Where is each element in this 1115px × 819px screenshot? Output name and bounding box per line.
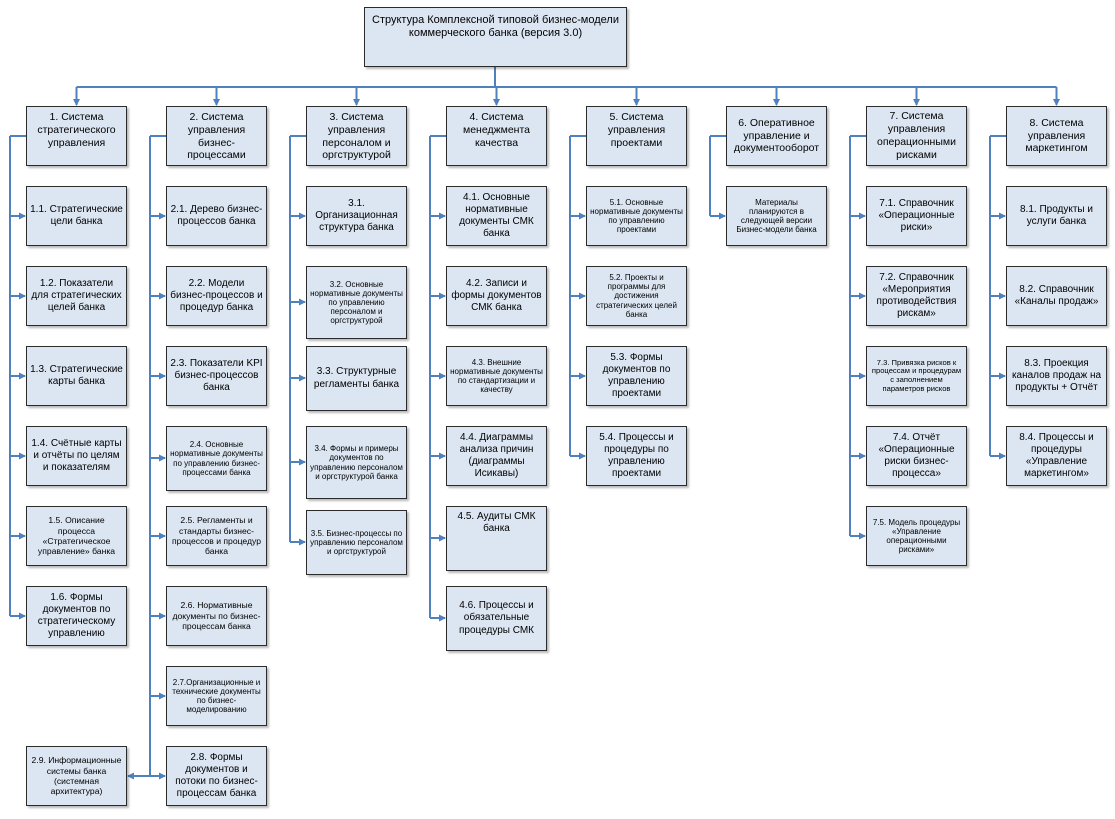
node-1-5: 1.5. Описание процесса «Стратегическое у… [26,506,127,566]
node-2-4: 2.4. Основные нормативные документы по у… [166,426,267,491]
column-5-header: 5. Система управления проектами [586,106,687,166]
node-4-6: 4.6. Процессы и обязательные процедуры С… [446,586,547,651]
node-5-2-text: 5.2. Проекты и программы для достижения … [596,273,677,319]
node-5-4: 5.4. Процессы и процедуры по управлению … [586,426,687,486]
node-5-3-text: 5.3. Формы документов по управлению прое… [602,351,671,400]
node-8-2-text: 8.2. Справочник «Каналы продаж» [1014,283,1099,307]
node-7-4: 7.4. Отчёт «Операционные риски бизнес-пр… [866,426,967,486]
node-7-3-text: 7.3. Привязка рисков к процессам и проце… [871,357,962,393]
node-1-5-text: 1.5. Описание процесса «Стратегическое у… [37,515,116,557]
node-4-4: 4.4. Диаграммы анализа причин (диаграммы… [446,426,547,486]
node-1-6-text: 1.6. Формы документов по стратегическому… [37,591,116,640]
column-1-header: 1. Система стратегического управления [26,106,127,166]
node-3-2: 3.2. Основные нормативные документы по у… [306,266,407,339]
diagram-root-title: Структура Комплексной типовой бизнес-мод… [364,7,627,67]
node-7-2: 7.2. Справочник «Мероприятия противодейс… [866,266,967,326]
column-8-header-text: 8. Система управления маркетингом [1025,116,1088,155]
column-4-header-text: 4. Система менеджмента качества [462,111,530,149]
column-3-header-text: 3. Система управления персоналом и оргст… [322,111,391,162]
node-8-2: 8.2. Справочник «Каналы продаж» [1006,266,1107,326]
node-1-3: 1.3. Стратегические карты банка [26,346,127,406]
node-7-1: 7.1. Справочник «Операционные риски» [866,186,967,246]
node-1-4-text: 1.4. Счётные карты и отчёты по целям и п… [31,437,122,474]
node-4-2: 4.2. Записи и формы документов СМК банка [446,266,547,326]
column-1-header-text: 1. Система стратегического управления [37,111,116,149]
node-8-1: 8.1. Продукты и услуги банка [1006,186,1107,246]
node-1-2-text: 1.2. Показатели для стратегических целей… [31,277,122,314]
node-4-5-text: 4.5. Аудиты СМК банка [457,511,536,535]
node-7-3: 7.3. Привязка рисков к процессам и проце… [866,346,967,406]
node-5-3: 5.3. Формы документов по управлению прое… [586,346,687,406]
node-2-2: 2.2. Модели бизнес-процессов и процедур … [166,266,267,326]
column-2-header-text: 2. Система управления бизнес-процессами [187,111,246,162]
node-7-2-text: 7.2. Справочник «Мероприятия противодейс… [876,271,957,320]
node-7-1-text: 7.1. Справочник «Операционные риски» [878,197,955,234]
column-5-header-text: 5. Система управления проектами [607,111,666,149]
node-2-1-text: 2.1. Дерево бизнес-процессов банка [170,203,263,227]
column-7-header: 7. Система управления операционными риск… [866,106,967,166]
node-2-3: 2.3. Показатели KPI бизнес-процессов бан… [166,346,267,406]
node-3-3: 3.3. Структурные регламенты банка [306,346,407,411]
node-1-3-text: 1.3. Стратегические карты банка [30,363,123,387]
node-3-1-text: 3.1. Организационная структура банка [315,197,398,234]
column-8-header: 8. Система управления маркетингом [1006,106,1107,166]
root-title-text: Структура Комплексной типовой бизнес-мод… [372,14,619,40]
node-5-1: 5.1. Основные нормативные документы по у… [586,186,687,246]
column-2-header: 2. Система управления бизнес-процессами [166,106,267,166]
node-1-1: 1.1. Стратегические цели банка [26,186,127,246]
node-4-3-text: 4.3. Внешние нормативные документы по ст… [450,357,543,395]
node-2-4-text: 2.4. Основные нормативные документы по у… [170,440,263,477]
node-6-1: Материалы планируются в следующей версии… [726,186,827,246]
node-5-1-text: 5.1. Основные нормативные документы по у… [590,197,683,235]
column-3-header: 3. Система управления персоналом и оргст… [306,106,407,166]
column-4-header: 4. Система менеджмента качества [446,106,547,166]
node-8-1-text: 8.1. Продукты и услуги банка [1019,203,1093,227]
node-8-3: 8.3. Проекция каналов продаж на продукты… [1006,346,1107,406]
node-1-4: 1.4. Счётные карты и отчёты по целям и п… [26,426,127,486]
node-2-8-text: 2.8. Формы документов и потоки по бизнес… [175,751,258,800]
node-3-4-text: 3.4. Формы и примеры документов по управ… [310,444,403,481]
node-2-2-text: 2.2. Модели бизнес-процессов и процедур … [170,277,263,314]
node-4-6-text: 4.6. Процессы и обязательные процедуры С… [458,600,534,636]
column-7-header-text: 7. Система управления операционными риск… [877,110,956,161]
node-3-5: 3.5. Бизнес-процессы по управлению персо… [306,510,407,575]
node-2-9-text: 2.9. Информационные системы банка (систе… [31,755,122,797]
column-6-header-text: 6. Оперативное управление и документообо… [733,116,820,155]
node-2-9: 2.9. Информационные системы банка (систе… [26,746,127,806]
node-1-6: 1.6. Формы документов по стратегическому… [26,586,127,646]
node-2-6: 2.6. Нормативные документы по бизнес-про… [166,586,267,646]
node-5-4-text: 5.4. Процессы и процедуры по управлению … [599,431,674,480]
node-3-2-text: 3.2. Основные нормативные документы по у… [310,279,403,326]
node-4-3: 4.3. Внешние нормативные документы по ст… [446,346,547,406]
node-1-1-text: 1.1. Стратегические цели банка [30,203,123,227]
node-2-7-text: 2.7.Организационные и технические докуме… [172,677,261,715]
node-4-2-text: 4.2. Записи и формы документов СМК банка [451,277,542,314]
node-3-5-text: 3.5. Бизнес-процессы по управлению персо… [310,528,403,557]
node-2-1: 2.1. Дерево бизнес-процессов банка [166,186,267,246]
node-3-4: 3.4. Формы и примеры документов по управ… [306,426,407,499]
node-4-1: 4.1. Основные нормативные документы СМК … [446,186,547,246]
node-7-4-text: 7.4. Отчёт «Операционные риски бизнес-пр… [878,431,955,480]
node-2-5-text: 2.5. Регламенты и стандарты бизнес-проце… [171,515,262,557]
node-2-6-text: 2.6. Нормативные документы по бизнес-про… [172,600,261,632]
node-3-1: 3.1. Организационная структура банка [306,186,407,246]
node-4-4-text: 4.4. Диаграммы анализа причин (диаграммы… [459,431,534,480]
node-5-2: 5.2. Проекты и программы для достижения … [586,266,687,326]
column-6-header: 6. Оперативное управление и документообо… [726,106,827,166]
node-2-5: 2.5. Регламенты и стандарты бизнес-проце… [166,506,267,566]
node-3-3-text: 3.3. Структурные регламенты банка [313,366,400,390]
node-4-5: 4.5. Аудиты СМК банка [446,506,547,571]
node-7-5: 7.5. Модель процедуры «Управление операц… [866,506,967,566]
node-8-4: 8.4. Процессы и процедуры «Управление ма… [1006,426,1107,486]
node-4-1-text: 4.1. Основные нормативные документы СМК … [459,191,534,240]
node-2-8: 2.8. Формы документов и потоки по бизнес… [166,746,267,806]
node-6-1-text: Материалы планируются в следующей версии… [736,197,817,235]
node-8-3-text: 8.3. Проекция каналов продаж на продукты… [1011,357,1102,394]
node-1-2: 1.2. Показатели для стратегических целей… [26,266,127,326]
node-2-7: 2.7.Организационные и технические докуме… [166,666,267,726]
node-2-3-text: 2.3. Показатели KPI бизнес-процессов бан… [170,357,263,394]
node-7-5-text: 7.5. Модель процедуры «Управление операц… [872,517,961,555]
node-8-4-text: 8.4. Процессы и процедуры «Управление ма… [1019,431,1094,480]
